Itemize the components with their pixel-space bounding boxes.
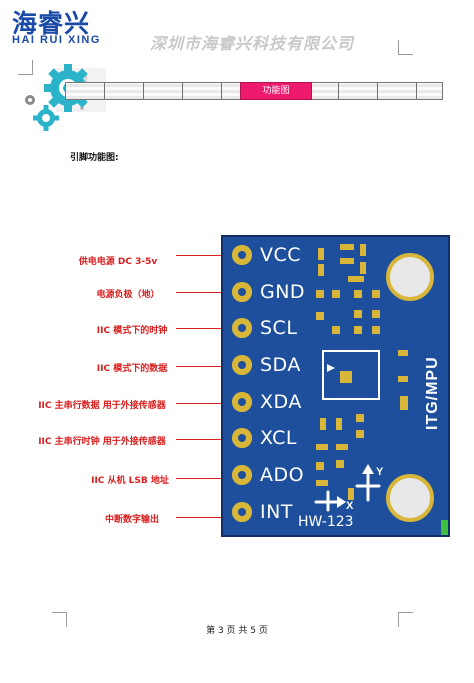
pin-desc-scl: IIC 模式下的时钟 <box>96 326 168 336</box>
sensor-chip-core <box>340 371 352 383</box>
page-number: 第 3 页 共 5 页 <box>206 626 268 636</box>
pin1-marker-icon <box>327 364 335 372</box>
pin-pad-gnd <box>232 282 252 302</box>
page-corner-mark-bottom-left <box>52 612 67 627</box>
pin-pad-ado <box>232 465 252 485</box>
pin-pad-xcl <box>232 428 252 448</box>
pin-name-xcl: XCL <box>260 427 297 449</box>
page-corner-mark-top-right <box>398 40 413 55</box>
pin-pad-int <box>232 502 252 522</box>
pin-name-sda: SDA <box>260 354 301 376</box>
pin-pad-xda <box>232 392 252 412</box>
pin-name-gnd: GND <box>260 281 306 303</box>
pin-name-scl: SCL <box>260 317 298 339</box>
board-edge-marker <box>441 520 449 536</box>
axis-y-label: Y <box>376 466 384 478</box>
board-model-label: HW-123 <box>298 514 354 530</box>
mounting-hole-bottom <box>386 474 434 522</box>
company-name-watermark: 深圳市海睿兴科技有限公司 <box>150 34 355 53</box>
pin-desc-int: 中断数字输出 <box>104 515 159 525</box>
page-corner-mark-top-left <box>18 60 33 75</box>
pin-name-ado: ADO <box>260 464 305 486</box>
sensor-chip-outline <box>322 350 380 400</box>
pin-pad-sda <box>232 355 252 375</box>
pin-desc-xda: IIC 主串行数据 用于外接传感器 <box>38 401 166 411</box>
axis-arrows-icon <box>314 464 381 512</box>
pin-pad-scl <box>232 318 252 338</box>
pin-desc-gnd: 电源负极（地） <box>96 290 160 300</box>
company-logo-english: HAI RUI XING <box>12 34 101 46</box>
banner-tab-function-diagram: 功能图 <box>240 82 312 100</box>
pin-name-xda: XDA <box>260 391 302 413</box>
pin-name-vcc: VCC <box>260 244 302 266</box>
pin-desc-sda: IIC 模式下的数据 <box>96 364 168 374</box>
pin-pad-vcc <box>232 245 252 265</box>
pin-function-heading: 引脚功能图: <box>70 153 119 163</box>
pin-desc-vcc: 供电电源 DC 3-5v <box>78 257 158 267</box>
pin-desc-xcl: IIC 主串行时钟 用于外接传感器 <box>38 437 166 447</box>
axis-x-label: X <box>346 500 354 512</box>
board-outline <box>221 235 450 537</box>
page-corner-mark-bottom-right <box>398 612 413 627</box>
mounting-hole-top <box>386 253 434 301</box>
pin-name-int: INT <box>260 501 293 523</box>
pin-desc-ado: IIC 从机 LSB 地址 <box>91 476 169 486</box>
company-logo-chinese: 海睿兴 <box>12 9 91 38</box>
